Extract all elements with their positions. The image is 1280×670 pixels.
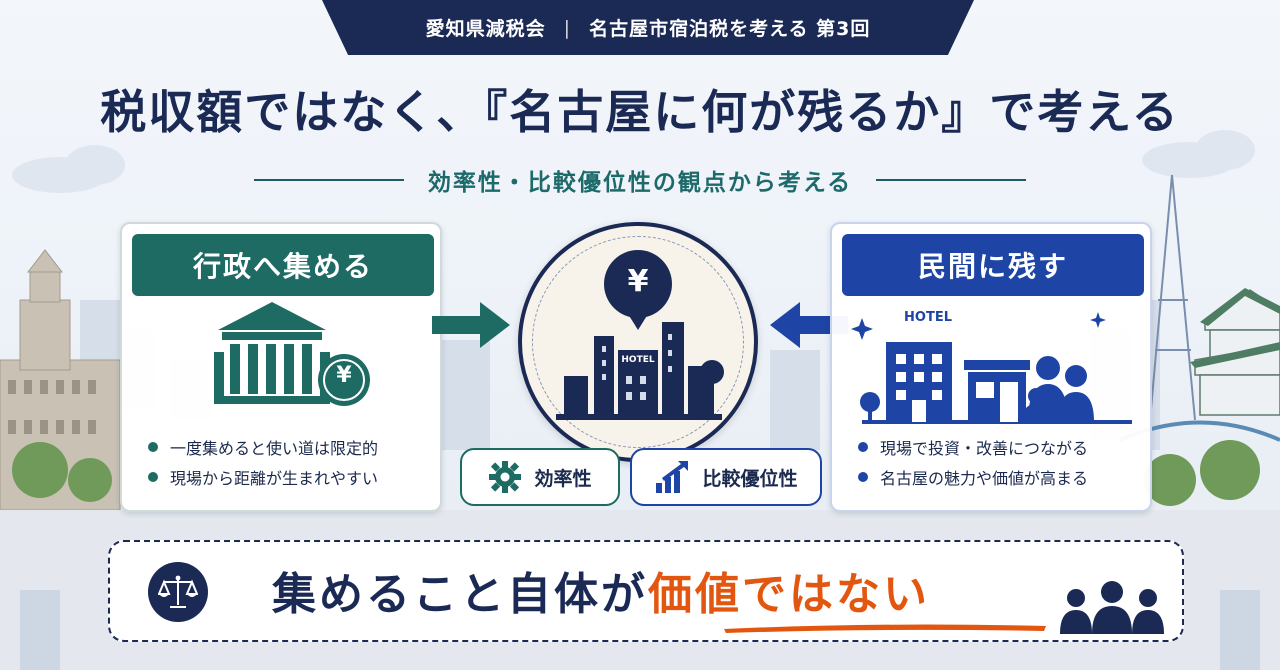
banner-org: 愛知県減税会 xyxy=(425,18,546,40)
arrow-left-icon xyxy=(770,302,848,348)
yen-coin-icon xyxy=(318,354,370,406)
list-item: 名古屋の魅力や価値が高まる xyxy=(858,462,1088,492)
balance-scale-badge xyxy=(148,562,208,622)
efficiency-label: 効率性 xyxy=(534,467,592,490)
bullet-text: 現場で投資・改善につながる xyxy=(880,439,1089,458)
card-government-bullets: 一度集めると使い道は限定的 現場から距離が生まれやすい xyxy=(148,432,378,492)
chart-growth-icon xyxy=(656,461,689,493)
coin-yen-label: ¥ xyxy=(336,363,352,388)
card-private-title: 民間に残す xyxy=(842,234,1144,296)
card-government: 行政へ集める ¥ 一度集めると使い道は限定的 現場から距離が生まれやすい xyxy=(120,222,442,512)
center-emblem: ¥ HOTEL xyxy=(518,222,758,462)
cloud-icon xyxy=(12,130,1255,193)
banner-separator: | xyxy=(563,16,572,39)
gear-icon xyxy=(489,461,522,493)
bullet-text: 名古屋の魅力や価値が高まる xyxy=(880,469,1089,488)
people-group-icon xyxy=(1060,581,1164,634)
efficiency-pill: 効率性 xyxy=(460,448,620,506)
conclusion-banner: 集めること自体が価値ではない xyxy=(108,540,1184,642)
card-private-bullets: 現場で投資・改善につながる 名古屋の魅力や価値が高まる xyxy=(858,432,1088,492)
hotel-sign-label: HOTEL xyxy=(904,310,952,325)
subheadline: 効率性・比較優位性の観点から考える xyxy=(427,170,853,196)
bullet-dot xyxy=(148,442,158,452)
hotel-shop-people-icon xyxy=(851,312,1132,424)
government-building-icon xyxy=(214,302,370,406)
center-hotel-sign: HOTEL xyxy=(621,355,655,365)
list-item: 現場で投資・改善につながる xyxy=(858,432,1088,462)
banner-series-title: 名古屋市宿泊税を考える 第3回 xyxy=(589,18,871,40)
brush-underline xyxy=(724,624,1046,633)
bullet-text: 一度集めると使い道は限定的 xyxy=(170,439,379,458)
center-yen-label: ¥ xyxy=(627,264,649,299)
list-item: 一度集めると使い道は限定的 xyxy=(148,432,378,462)
hotel-city-icon xyxy=(556,250,724,420)
balance-scale-icon xyxy=(158,575,198,608)
subheadline-rule-left xyxy=(254,179,404,181)
center-emblem-ring xyxy=(532,236,744,448)
bullet-dot xyxy=(148,472,158,482)
list-item: 現場から距離が生まれやすい xyxy=(148,462,378,492)
bullet-dot xyxy=(858,442,868,452)
comparative-advantage-pill: 比較優位性 xyxy=(630,448,822,506)
subheadline-rule-right xyxy=(876,179,1026,181)
main-headline: 税収額ではなく、『名古屋に何が残るか』で考える xyxy=(100,85,1180,139)
card-government-title: 行政へ集める xyxy=(132,234,434,296)
comparative-advantage-label: 比較優位性 xyxy=(702,467,798,490)
bullet-dot xyxy=(858,472,868,482)
arrow-right-icon xyxy=(432,302,510,348)
subheadline-row: 効率性・比較優位性の観点から考える xyxy=(230,160,1050,200)
conclusion-main: 集めること自体が xyxy=(272,569,648,620)
conclusion-highlight: 価値ではない xyxy=(648,569,930,620)
card-private: 民間に残す xyxy=(830,222,1152,512)
conclusion-text: 集めること自体が価値ではない xyxy=(272,558,930,622)
series-banner: 愛知県減税会 | 名古屋市宿泊税を考える 第3回 xyxy=(322,0,974,55)
bullet-text: 現場から距離が生まれやすい xyxy=(170,469,379,488)
